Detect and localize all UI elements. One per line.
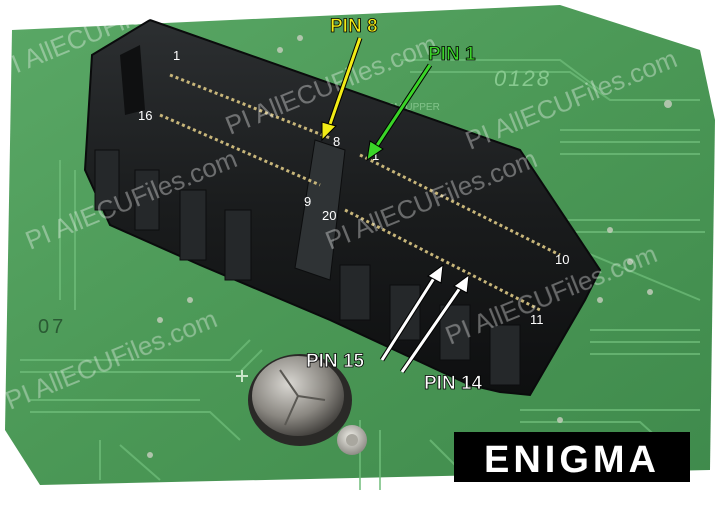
enigma-logo: ENIGMA (454, 432, 690, 482)
pcb-number-text: 07 (38, 316, 66, 338)
pin-number-labels: 1 16 8 1 9 20 10 11 (138, 48, 569, 327)
pin8-label: PIN 8 (330, 16, 378, 37)
pin-number-1-right: 1 (372, 148, 379, 163)
pin14-arrow (399, 273, 470, 374)
pin14-label: PIN 14 (424, 373, 483, 394)
enigma-logo-text: ENIGMA (484, 439, 660, 481)
connector-body (83, 18, 602, 397)
pin-number-8: 8 (333, 134, 340, 149)
pin-number-20: 20 (322, 208, 336, 223)
pin1-label: PIN 1 (428, 44, 476, 65)
pin15-label: PIN 15 (306, 351, 365, 372)
pin1-arrow (366, 63, 433, 162)
pin-number-1: 1 (173, 48, 180, 63)
pin-number-9: 9 (304, 194, 311, 209)
screw (337, 425, 367, 455)
pin-number-11: 11 (530, 312, 544, 327)
capacitor (248, 354, 352, 446)
pin15-arrow (379, 263, 444, 362)
pin8-arrow (321, 37, 363, 142)
pcb-code-text: 0128 (494, 66, 551, 91)
pin-number-10: 10 (555, 252, 569, 267)
pin-number-16: 16 (138, 108, 152, 123)
